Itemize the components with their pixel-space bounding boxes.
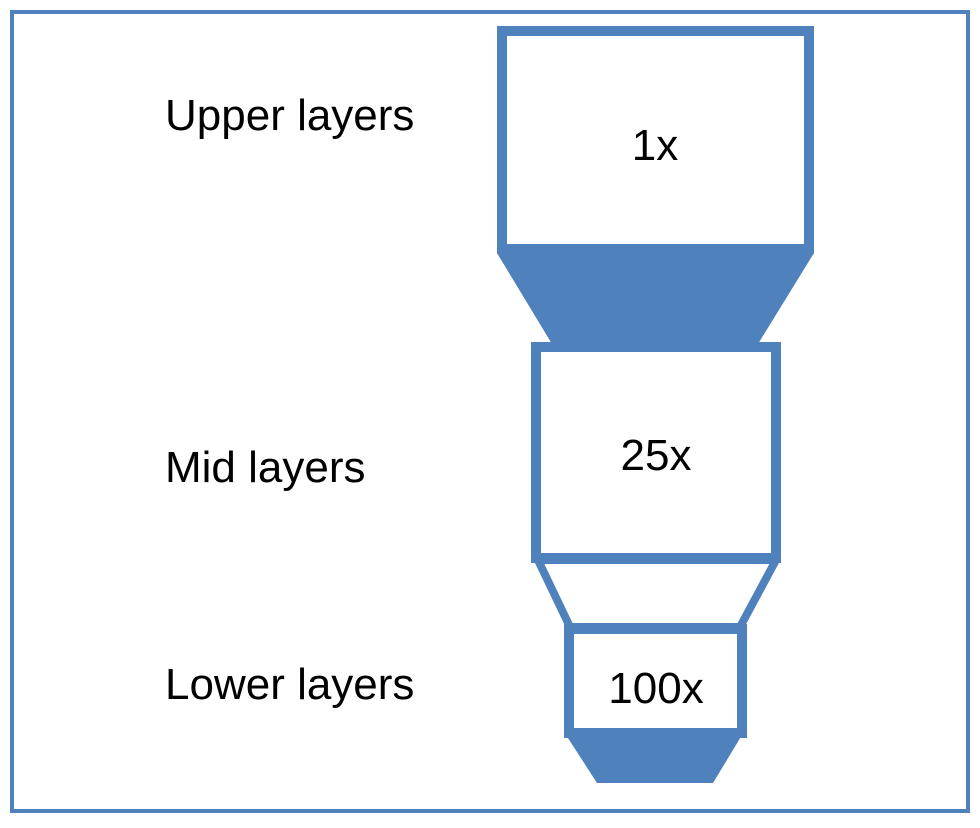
lower-factor-label: 100x [608,664,703,713]
upper-layer-box [497,26,814,254]
upper-layers-label: Upper layers [165,91,414,140]
mid-factor-label: 25x [621,431,692,480]
mid-lower-funnel [534,556,780,631]
bottom-base [566,735,742,783]
mid-layers-label: Mid layers [165,443,366,492]
upper-mid-funnel [497,253,814,344]
lower-layer-box [564,624,747,738]
upper-factor-label: 1x [632,121,678,170]
outer-frame [10,10,970,813]
mid-layer-box [531,342,781,563]
lower-layers-label: Lower layers [165,660,414,709]
